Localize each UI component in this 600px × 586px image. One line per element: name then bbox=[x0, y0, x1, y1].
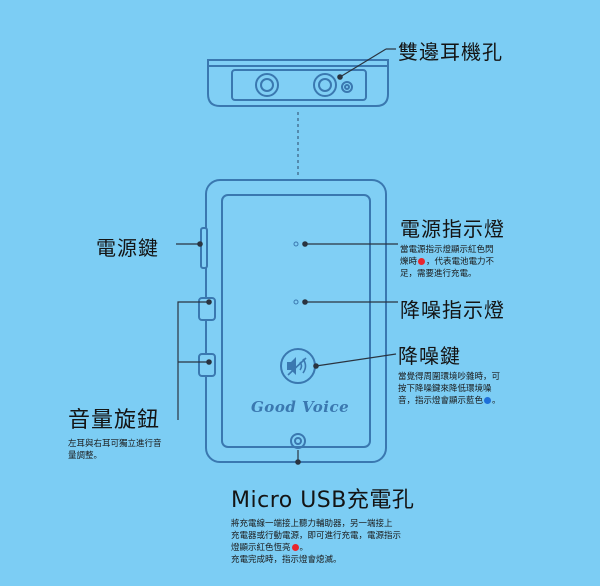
volume-knob-title: 音量旋鈕 bbox=[68, 408, 161, 433]
usb-port-desc: 將充電線一端接上聽力輔助器，另一端接上 充電器或行動電源，即可進行充電，電源指示… bbox=[231, 519, 402, 565]
power-indicator-block: 電源指示燈 當電源指示燈顯示紅色閃 爍時，代表電池電力不 足，需要進行充電。 bbox=[400, 213, 505, 280]
right-jack-icon bbox=[313, 73, 337, 97]
usb-port-block: Micro USB充電孔 將充電線一端接上聽力輔助器，另一端接上 充電器或行動電… bbox=[231, 482, 414, 566]
volume-knob-right bbox=[198, 353, 216, 377]
volume-knob-desc: 左耳與右耳可獨立進行音 量調整。 bbox=[68, 439, 162, 461]
power-indicator-desc: 當電源指示燈顯示紅色閃 爍時，代表電池電力不 足，需要進行充電。 bbox=[400, 245, 495, 279]
device-top-view bbox=[207, 59, 389, 107]
power-led bbox=[293, 241, 299, 247]
jack-panel bbox=[231, 69, 367, 101]
usb-port-title: Micro USB充電孔 bbox=[231, 488, 415, 513]
device-body bbox=[205, 179, 387, 463]
noise-indicator-label: 降噪指示燈 bbox=[400, 298, 505, 322]
blue-dot-icon bbox=[484, 397, 492, 404]
power-indicator-title: 電源指示燈 bbox=[400, 217, 505, 241]
noise-button-desc: 當覺得周圍環境吵雜時，可 按下降噪鍵來降低環境噪 音，指示燈會顯示藍色。 bbox=[398, 372, 501, 406]
headphone-jack-label: 雙邊耳機孔 bbox=[398, 40, 503, 64]
red-dot-icon bbox=[418, 258, 426, 265]
speaker-icon bbox=[287, 357, 307, 376]
noise-button-title: 降噪鍵 bbox=[398, 344, 461, 368]
power-button-label: 電源鍵 bbox=[96, 236, 159, 260]
usb-port-icon bbox=[290, 433, 306, 449]
left-jack-icon bbox=[255, 73, 279, 97]
noise-button-block: 降噪鍵 當覺得周圍環境吵雜時，可 按下降噪鍵來降低環境噪 音，指示燈會顯示藍色。 bbox=[398, 340, 501, 407]
volume-knob-block: 音量旋鈕 左耳與右耳可獨立進行音 量調整。 bbox=[68, 402, 162, 462]
power-button-shape bbox=[200, 227, 208, 269]
brand-logo: Good Voice bbox=[251, 398, 350, 416]
noise-led bbox=[293, 299, 299, 305]
red-dot-icon bbox=[291, 544, 299, 551]
